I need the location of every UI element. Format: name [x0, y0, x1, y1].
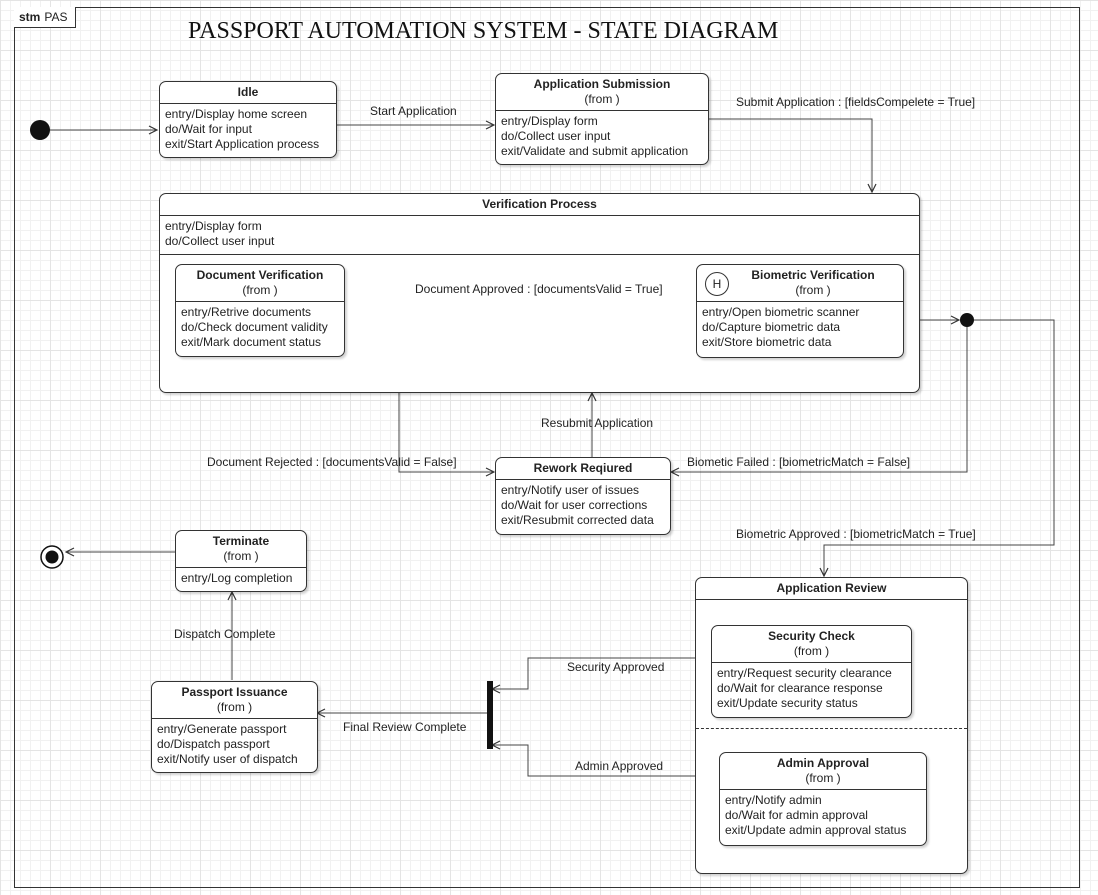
state-document-name: Document Verification — [196, 268, 324, 282]
state-passport-do: do/Dispatch passport — [157, 737, 270, 751]
label-final-review-complete: Final Review Complete — [343, 720, 467, 734]
state-admin-entry: entry/Notify admin — [725, 793, 822, 807]
state-document-entry: entry/Retrive documents — [181, 305, 312, 319]
initial-node — [30, 120, 50, 140]
state-idle-name: Idle — [237, 85, 259, 99]
state-review-name: Application Review — [776, 581, 887, 595]
state-biometric-do: do/Capture biometric data — [702, 320, 841, 334]
label-resubmit-application: Resubmit Application — [541, 416, 654, 430]
state-passport-from: (from ) — [216, 700, 253, 714]
state-document-verification[interactable]: Document Verification (from ) entry/Retr… — [175, 264, 345, 357]
state-security-check[interactable]: Security Check (from ) entry/Request sec… — [711, 625, 912, 718]
submit-application-arrow — [709, 118, 872, 192]
state-submission-from: (from ) — [584, 92, 620, 106]
state-rework-name: Rework Reqiured — [533, 461, 633, 475]
state-document-exit: exit/Mark document status — [181, 335, 322, 349]
state-admin-approval[interactable]: Admin Approval (from ) entry/Notify admi… — [719, 752, 927, 846]
state-admin-from: (from ) — [805, 771, 841, 785]
state-submission-exit: exit/Validate and submit application — [501, 144, 689, 158]
state-verification-name: Verification Process — [482, 197, 597, 211]
state-idle-entry: entry/Display home screen — [165, 107, 308, 121]
state-terminate-from: (from ) — [223, 549, 259, 563]
state-biometric-exit: exit/Store biometric data — [702, 335, 832, 349]
state-biometric-verification[interactable]: H Biometric Verification (from ) entry/O… — [696, 264, 904, 358]
state-verification-do: do/Collect user input — [165, 234, 275, 248]
label-biometric-failed: Biometic Failed : [biometricMatch = Fals… — [687, 455, 911, 469]
state-submission-entry: entry/Display form — [501, 114, 598, 128]
label-start-application: Start Application — [370, 104, 457, 118]
state-security-do: do/Wait for clearance response — [717, 681, 883, 695]
state-verification-entry: entry/Display form — [165, 219, 262, 233]
state-terminate-name: Terminate — [212, 534, 270, 548]
security-approved-arrow — [492, 657, 711, 689]
biometric-junction — [960, 313, 974, 327]
state-admin-do: do/Wait for admin approval — [725, 808, 868, 822]
state-biometric-entry: entry/Open biometric scanner — [702, 305, 860, 319]
state-passport-exit: exit/Notify user of dispatch — [157, 752, 298, 766]
state-idle-exit: exit/Start Application process — [165, 137, 320, 151]
review-region-divider — [696, 728, 967, 729]
state-security-exit: exit/Update security status — [717, 696, 858, 710]
state-application-submission[interactable]: Application Submission (from ) entry/Dis… — [495, 73, 709, 165]
state-rework-entry: entry/Notify user of issues — [501, 483, 640, 497]
state-security-name: Security Check — [768, 629, 855, 643]
label-biometric-approved: Biometric Approved : [biometricMatch = T… — [736, 527, 976, 541]
state-terminate[interactable]: Terminate (from ) entry/Log completion — [175, 530, 307, 592]
frame-keyword: stm — [19, 10, 41, 24]
history-icon: H — [705, 272, 729, 296]
biometric-failed-arrow — [671, 320, 968, 472]
label-document-rejected: Document Rejected : [documentsValid = Fa… — [207, 455, 457, 469]
state-document-do: do/Check document validity — [181, 320, 328, 334]
state-submission-do: do/Collect user input — [501, 129, 611, 143]
state-submission-name: Application Submission — [533, 77, 671, 91]
label-admin-approved: Admin Approved — [575, 759, 664, 773]
state-document-from: (from ) — [242, 283, 278, 297]
join-bar — [487, 681, 493, 749]
label-security-approved: Security Approved — [567, 660, 665, 674]
state-security-entry: entry/Request security clearance — [717, 666, 892, 680]
state-terminate-entry: entry/Log completion — [181, 571, 293, 585]
state-passport-issuance[interactable]: Passport Issuance (from ) entry/Generate… — [151, 681, 318, 773]
state-passport-entry: entry/Generate passport — [157, 722, 287, 736]
state-rework-exit: exit/Resubmit corrected data — [501, 513, 654, 527]
state-passport-name: Passport Issuance — [181, 685, 288, 699]
label-dispatch-complete: Dispatch Complete — [174, 627, 276, 641]
diagram-title: PASSPORT AUTOMATION SYSTEM - STATE DIAGR… — [188, 18, 779, 44]
label-document-approved: Document Approved : [documentsValid = Tr… — [415, 282, 663, 296]
label-submit-application: Submit Application : [fieldsCompelete = … — [736, 95, 976, 109]
state-biometric-name: Biometric Verification — [751, 268, 875, 282]
diagram-frame — [14, 7, 1080, 888]
admin-approved-arrow — [492, 745, 719, 777]
state-admin-exit: exit/Update admin approval status — [725, 823, 907, 837]
state-biometric-from: (from ) — [795, 283, 831, 297]
state-admin-name: Admin Approval — [776, 756, 870, 770]
state-idle-do: do/Wait for input — [165, 122, 252, 136]
biometric-approved-arrow — [824, 319, 1055, 576]
state-idle[interactable]: Idle entry/Display home screen do/Wait f… — [159, 81, 337, 158]
state-security-from: (from ) — [793, 644, 830, 658]
state-rework-required[interactable]: Rework Reqiured entry/Notify user of iss… — [495, 457, 671, 535]
state-rework-do: do/Wait for user corrections — [501, 498, 648, 512]
final-node-core — [45, 550, 59, 564]
frame-name: PAS — [44, 10, 68, 24]
